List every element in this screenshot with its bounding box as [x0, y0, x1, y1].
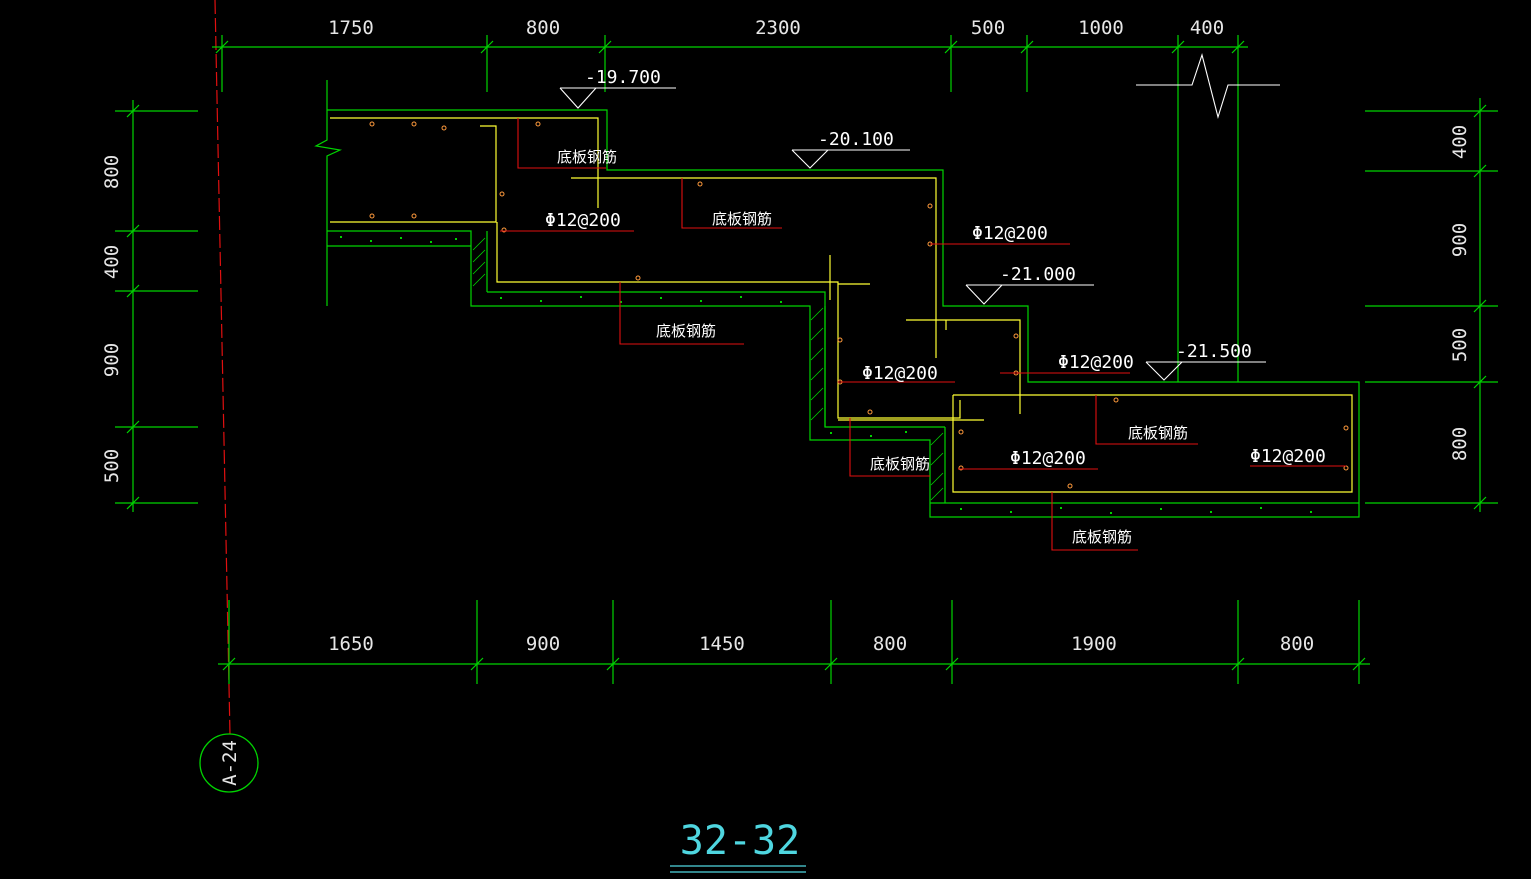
bottom-dim-1: 900 — [526, 633, 560, 655]
top-dimension-labels: 1750 800 2300 500 1000 400 — [328, 17, 1224, 39]
right-dim-2: 500 — [1449, 328, 1471, 362]
section-title: 32-32 — [670, 818, 806, 873]
axis-label: A-24 — [219, 740, 241, 786]
rebar-spec-3: Φ12@200 — [862, 363, 938, 384]
bottom-slab-label-2: 底板钢筋 — [712, 210, 772, 228]
left-dim-3: 500 — [101, 449, 123, 483]
elevation-labels: -19.700 -20.100 -21.000 -21.500 — [585, 67, 1252, 362]
bottom-slab-label-1: 底板钢筋 — [557, 148, 617, 166]
top-dim-3: 500 — [971, 17, 1005, 39]
rebar-spec-labels: Φ12@200 Φ12@200 Φ12@200 Φ12@200 Φ12@200 … — [545, 210, 1326, 469]
right-dimension-line — [1365, 98, 1498, 512]
elevation-2: -20.100 — [818, 129, 894, 150]
slab-outline — [314, 80, 1360, 518]
elevation-4: -21.500 — [1176, 341, 1252, 362]
elevation-marks — [559, 87, 1266, 381]
rebar-spec-6: Φ12@200 — [1250, 446, 1326, 467]
bottom-dim-2: 1450 — [699, 633, 745, 655]
top-dimension-line — [212, 35, 1248, 382]
rebar-dots — [369, 121, 1349, 489]
cushion-hatch — [472, 237, 944, 501]
left-dimension-labels: 800 400 900 500 — [101, 155, 123, 483]
top-dim-0: 1750 — [328, 17, 374, 39]
section-title-text: 32-32 — [680, 818, 800, 864]
left-dim-0: 800 — [101, 155, 123, 189]
leader-lines — [500, 118, 1346, 551]
left-dim-2: 900 — [101, 343, 123, 377]
bottom-dim-4: 1900 — [1071, 633, 1117, 655]
top-dim-5: 400 — [1190, 17, 1224, 39]
rebar-spec-2: Φ12@200 — [972, 223, 1048, 244]
right-dim-0: 400 — [1449, 125, 1471, 159]
bottom-slab-label-6: 底板钢筋 — [1072, 528, 1132, 546]
top-dim-1: 800 — [526, 17, 560, 39]
bottom-dim-0: 1650 — [328, 633, 374, 655]
rebar-spec-4: Φ12@200 — [1058, 352, 1134, 373]
break-symbol — [1136, 53, 1280, 120]
cushion-dots — [340, 236, 1312, 514]
top-dim-4: 1000 — [1078, 17, 1124, 39]
right-dim-1: 900 — [1449, 223, 1471, 257]
bottom-dimension-line — [218, 600, 1370, 684]
elevation-1: -19.700 — [585, 67, 661, 88]
bottom-slab-label-3: 底板钢筋 — [656, 322, 716, 340]
left-dimension-line — [115, 100, 198, 512]
axis-bubble: A-24 — [199, 733, 259, 793]
rebar-spec-1: Φ12@200 — [545, 210, 621, 231]
bottom-dimension-labels: 1650 900 1450 800 1900 800 — [328, 633, 1314, 655]
bottom-slab-labels: 底板钢筋 底板钢筋 底板钢筋 底板钢筋 底板钢筋 底板钢筋 — [557, 148, 1188, 546]
bottom-slab-label-4: 底板钢筋 — [870, 455, 930, 473]
right-dim-3: 800 — [1449, 427, 1471, 461]
top-dim-2: 2300 — [755, 17, 801, 39]
right-dimension-labels: 400 900 500 800 — [1449, 125, 1471, 461]
elevation-3: -21.000 — [1000, 264, 1076, 285]
bottom-dim-5: 800 — [1280, 633, 1314, 655]
axis-line — [214, 0, 231, 736]
left-dim-1: 400 — [101, 245, 123, 279]
rebar-spec-5: Φ12@200 — [1010, 448, 1086, 469]
bottom-dim-3: 800 — [873, 633, 907, 655]
rebar-lines — [330, 117, 1353, 493]
bottom-slab-label-5: 底板钢筋 — [1128, 424, 1188, 442]
